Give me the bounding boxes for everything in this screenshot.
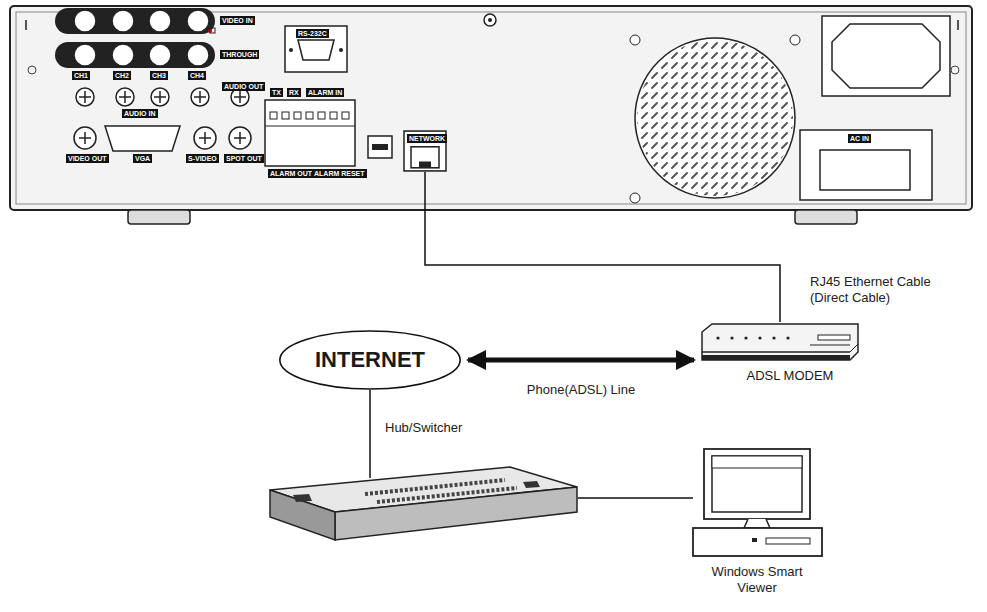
panel-label: VIDEO IN	[220, 16, 255, 25]
panel-label: ALARM OUT	[268, 169, 314, 178]
connector	[578, 497, 693, 499]
edge-label: Phone(ADSL) Line	[525, 382, 637, 398]
panel-label: CH4	[188, 71, 206, 80]
panel-label: CH3	[150, 71, 168, 80]
panel-label: VIDEO OUT	[66, 154, 109, 163]
hub-icon	[265, 462, 580, 542]
panel-label: RX	[287, 88, 301, 97]
pc-viewer: Windows Smart Viewer	[690, 448, 825, 558]
network-port: NETWORK	[403, 130, 447, 172]
modem-icon	[700, 322, 860, 362]
panel-label: ALARM IN	[306, 88, 344, 97]
node-label: Windows Smart Viewer	[711, 564, 803, 596]
panel-label: RS-232C	[296, 29, 329, 38]
panel-label: AUDIO OUT	[222, 82, 265, 91]
node-label: ADSL MODEM	[747, 368, 834, 384]
panel-label: VGA	[133, 154, 152, 163]
node-label: Hub/Switcher	[385, 420, 462, 436]
panel-label: CH1	[72, 71, 90, 80]
panel-label: S-VIDEO	[186, 154, 219, 163]
panel-label: AC IN	[848, 134, 871, 143]
panel-label: SPOT OUT	[224, 154, 264, 163]
panel-label: ALARM RESET	[312, 169, 367, 178]
connector	[369, 390, 371, 478]
connector	[425, 172, 780, 322]
panel-label: AUDIO IN	[122, 109, 158, 118]
hub-switch: Hub/Switcher	[265, 462, 580, 542]
modem: ADSL MODEM	[700, 322, 860, 362]
panel-label: THROUGH	[220, 50, 259, 59]
connector	[468, 358, 694, 363]
panel-label: TX	[270, 88, 283, 97]
node-label: NETWORK	[407, 134, 447, 143]
node-label: INTERNET	[315, 347, 425, 373]
pc-icon	[690, 448, 825, 558]
edge-label: RJ45 Ethernet Cable (Direct Cable)	[808, 274, 962, 306]
panel-label: CH2	[113, 71, 131, 80]
internet-cloud: INTERNET	[278, 330, 462, 390]
